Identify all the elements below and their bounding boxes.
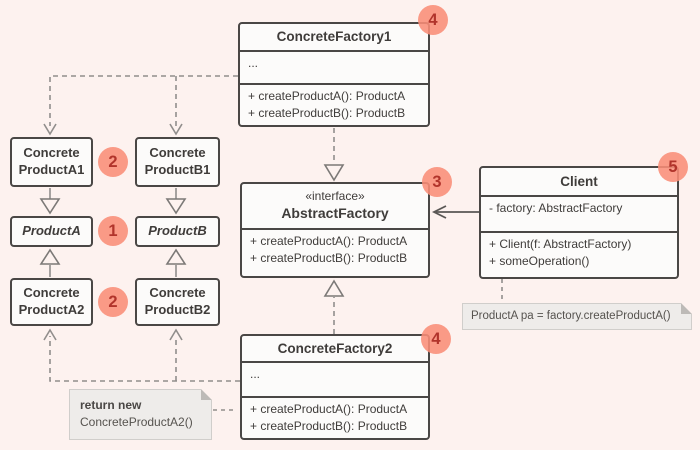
class-concrete-product-b2: Concrete ProductB2 (135, 278, 220, 326)
class-method: + createProductB(): ProductB (248, 106, 406, 120)
class-method: + createProductA(): ProductA (248, 89, 406, 103)
class-abstract-factory: «interface» AbstractFactory + createProd… (240, 182, 430, 278)
note-text-bold: return new (80, 398, 142, 412)
note-text: ConcreteProductA2() (80, 415, 193, 429)
class-title-line: ProductA2 (18, 302, 85, 317)
class-title: AbstractFactory (281, 205, 389, 221)
class-client: Client - factory: AbstractFactory + Clie… (479, 166, 679, 279)
realization-factory2-abstractfactory (323, 279, 345, 334)
association-client-abstractfactory (431, 205, 479, 219)
dependency-arrowheads-down (43, 123, 183, 136)
class-concrete-product-a2: Concrete ProductA2 (10, 278, 93, 326)
class-method: + createProductA(): ProductA (250, 234, 408, 248)
class-method: + createProductA(): ProductA (250, 402, 408, 416)
class-title-line: ProductA1 (18, 162, 85, 177)
class-title: ConcreteFactory1 (276, 29, 392, 45)
step-badge-4: 4 (418, 5, 448, 35)
step-badge-5: 5 (658, 152, 688, 182)
class-fields: ... (240, 49, 428, 84)
class-title-line: Concrete (149, 285, 206, 301)
step-badge-3: 3 (422, 167, 452, 197)
class-title: ConcreteFactory2 (277, 341, 393, 357)
dependency-arrowheads-up (43, 328, 183, 341)
class-concrete-factory2: ConcreteFactory2 ... + createProductA():… (240, 334, 430, 440)
note-factory2-code: return new ConcreteProductA2() (69, 389, 212, 440)
interface-product-a: ProductA (10, 216, 93, 247)
step-badge-4: 4 (421, 324, 451, 354)
generalization-products1 (39, 188, 187, 215)
class-method: + Client(f: AbstractFactory) (489, 237, 632, 251)
class-method: + createProductB(): ProductB (250, 251, 408, 265)
step-badge-1: 1 (98, 216, 128, 246)
step-badge-2: 2 (98, 287, 128, 317)
step-badge-2: 2 (98, 147, 128, 177)
class-title: Client (560, 174, 598, 189)
class-concrete-product-b1: Concrete ProductB1 (135, 137, 220, 187)
note-fold-corner-icon (681, 303, 692, 314)
class-attribute: - factory: AbstractFactory (481, 195, 677, 231)
class-concrete-product-a1: Concrete ProductA1 (10, 137, 93, 187)
class-method: + createProductB(): ProductB (250, 419, 408, 433)
class-method: + someOperation() (489, 254, 590, 268)
class-title-line: ProductB2 (144, 302, 211, 317)
class-title-line: Concrete (23, 145, 80, 161)
class-stereotype: «interface» (305, 189, 365, 203)
class-fields: ... (242, 361, 428, 396)
realization-factory1-abstractfactory (323, 128, 345, 182)
dependency-factory2-products (49, 336, 240, 382)
note-client-code: ProductA pa = factory.createProductA() (462, 303, 692, 330)
class-title-line: ProductB1 (144, 162, 211, 177)
dependency-factory1-products (49, 75, 238, 126)
generalization-products2 (39, 248, 187, 277)
note-text: ProductA pa = factory.createProductA() (471, 310, 671, 322)
note-fold-corner-icon (201, 389, 212, 400)
class-title-line: Concrete (149, 145, 206, 161)
class-concrete-factory1: ConcreteFactory1 ... + createProductA():… (238, 22, 430, 127)
interface-product-b: ProductB (135, 216, 220, 247)
class-title-line: Concrete (23, 285, 80, 301)
